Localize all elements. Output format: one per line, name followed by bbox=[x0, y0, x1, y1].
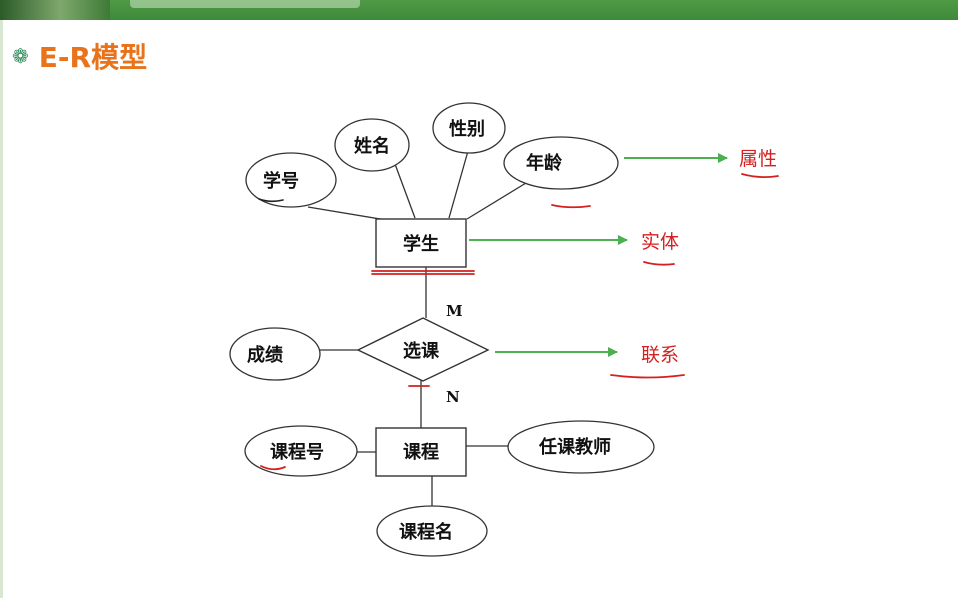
flower-bullet-icon: ❁ bbox=[12, 44, 29, 68]
label-age: 年龄 bbox=[526, 152, 563, 174]
underline-student-id bbox=[258, 198, 284, 203]
slide-title: ❁ E-R模型 bbox=[12, 36, 147, 76]
relationship-enroll bbox=[356, 317, 490, 382]
annotation-relationship: 联系 bbox=[641, 344, 679, 366]
attribute-course-name bbox=[376, 505, 488, 557]
link-gender bbox=[448, 150, 469, 219]
label-name: 姓名 bbox=[354, 135, 390, 157]
label-course: 课程 bbox=[403, 442, 439, 463]
attribute-gender bbox=[432, 102, 506, 154]
underline-course-id bbox=[260, 465, 286, 471]
attribute-course-id bbox=[244, 425, 358, 477]
link-name bbox=[394, 163, 416, 219]
cardinality-m: M bbox=[446, 302, 463, 320]
banner-title-strip bbox=[130, 0, 360, 8]
attribute-teacher bbox=[507, 420, 655, 474]
cardinality-n: N bbox=[446, 388, 460, 406]
top-banner bbox=[0, 0, 958, 20]
label-course-name: 课程名 bbox=[399, 521, 453, 543]
label-enroll: 选课 bbox=[403, 341, 440, 362]
attribute-student-id bbox=[245, 152, 337, 208]
label-gender: 性别 bbox=[449, 118, 485, 140]
underline-relationship bbox=[610, 374, 685, 379]
label-student: 学生 bbox=[403, 233, 439, 255]
underline-entity bbox=[643, 261, 675, 266]
label-course-id: 课程号 bbox=[270, 442, 324, 463]
label-grade: 成绩 bbox=[247, 344, 283, 366]
underline-attribute bbox=[741, 173, 779, 179]
left-border bbox=[0, 20, 3, 598]
annotation-entity: 实体 bbox=[641, 231, 679, 253]
attribute-grade bbox=[229, 327, 321, 381]
link-age bbox=[466, 182, 527, 220]
presenter-avatar bbox=[0, 0, 110, 20]
entity-student bbox=[375, 218, 467, 268]
attribute-age bbox=[503, 136, 619, 190]
entity-course bbox=[375, 427, 467, 477]
slide-title-text: E-R模型 bbox=[38, 41, 148, 74]
underline-age bbox=[551, 204, 591, 209]
attribute-name bbox=[334, 118, 410, 172]
label-student-id: 学号 bbox=[263, 170, 299, 192]
annotation-attribute: 属性 bbox=[739, 148, 777, 170]
label-teacher: 任课教师 bbox=[538, 436, 611, 458]
